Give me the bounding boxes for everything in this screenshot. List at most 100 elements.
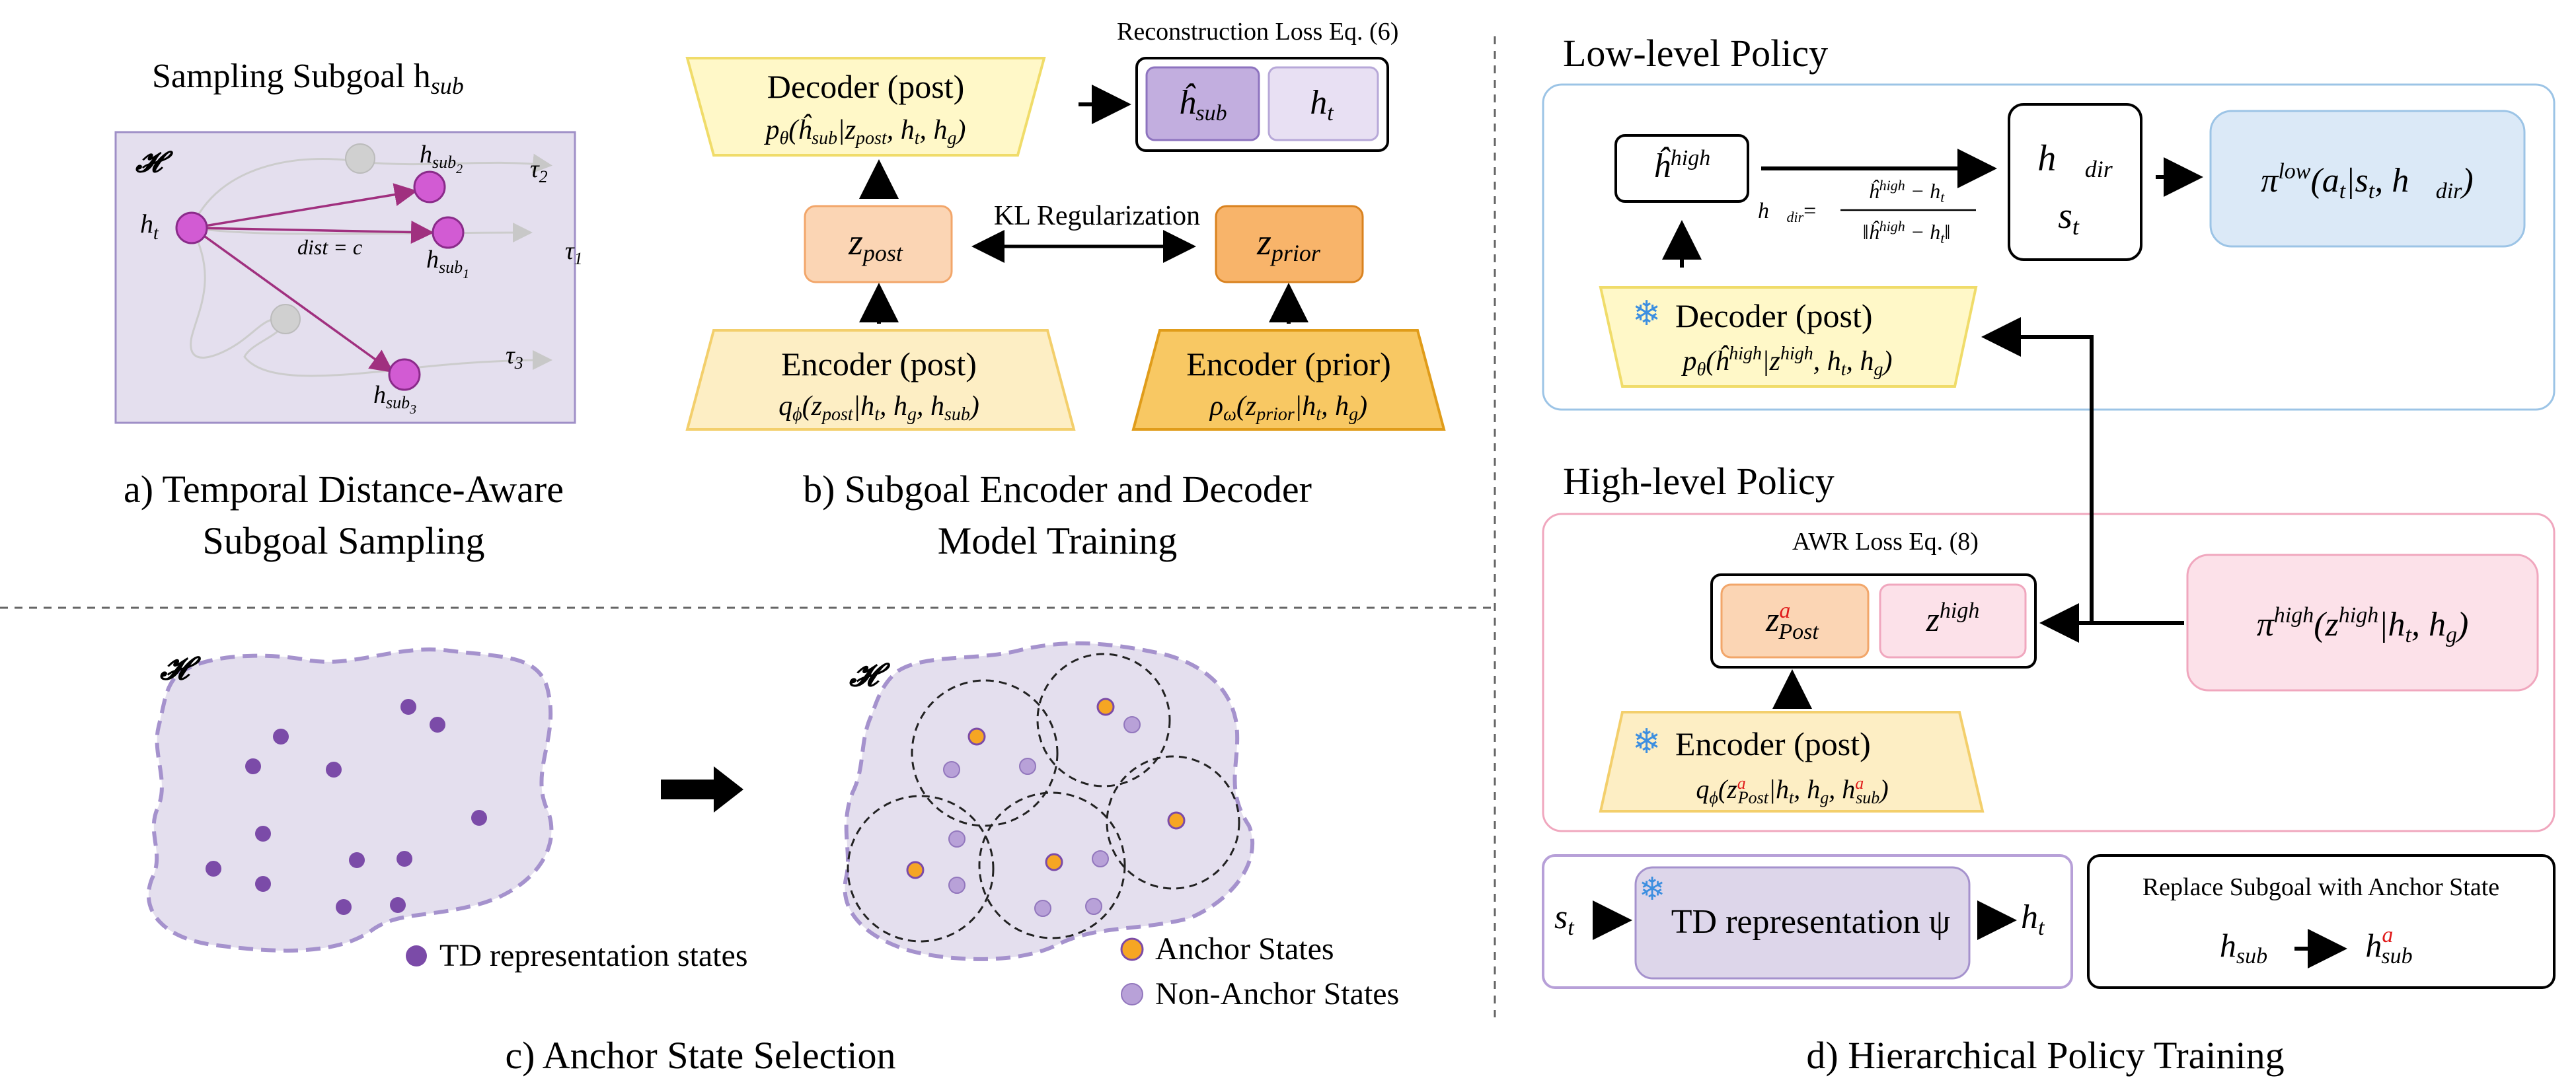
legend-nonanchor-label: Non-Anchor States	[1155, 976, 1399, 1011]
z-prior-box	[1215, 205, 1364, 283]
legend-td-dot	[406, 945, 427, 966]
anchor-region	[1036, 653, 1171, 787]
caption-a-1: a) Temporal Distance-Aware	[124, 468, 564, 511]
hdir-numerator: ĥhigh − ht	[1869, 177, 1946, 205]
panel-d: Low-level Policy ĥhigh h⃗dir= ĥhigh − ht…	[1542, 32, 2556, 1077]
low-decoder-formula: pθ(ĥhigh|zhigh, ht, hg)	[1681, 344, 1893, 380]
caption-c: c) Anchor State Selection	[505, 1034, 895, 1077]
caption-d: d) Hierarchical Policy Training	[1806, 1034, 2284, 1077]
caption-b-2: Model Training	[938, 519, 1178, 562]
enc-prior-formula: ρω(zprior|ht, hg)	[1209, 391, 1367, 425]
legend-anchor-dot	[1120, 937, 1144, 961]
hsub1-node	[432, 216, 465, 249]
hsub1-label: hsub1	[426, 246, 469, 281]
hsub-hat-label: ĥsub	[1178, 83, 1227, 126]
pi-high-label: πhigh(zhigh|ht, hg)	[2257, 603, 2469, 647]
enc-post-title: Encoder (post)	[781, 346, 977, 382]
tau1-label: τ1	[565, 237, 583, 268]
hsub-hat-box	[1145, 66, 1260, 141]
high-level-title: High-level Policy	[1563, 460, 1835, 503]
z-post-label: zpost	[848, 222, 903, 266]
legend-td-label: TD representation states	[439, 938, 748, 973]
hdir-def: h⃗dir=	[1758, 199, 1816, 225]
hsub3-label: hsub3	[373, 381, 416, 417]
td-state-dot	[390, 897, 406, 913]
enc-post-formula: qϕ(zpost|ht, hg, hsub)	[778, 391, 979, 425]
panel-b: Reconstruction Loss Eq. (6) Decoder (pos…	[685, 18, 1446, 562]
hsub2-label: hsub2	[420, 141, 463, 176]
td-state-dot	[336, 899, 352, 915]
anchor-state-dot	[906, 861, 925, 879]
non-anchor-state-dot	[948, 830, 966, 848]
td-state-dot	[471, 810, 487, 826]
legend-nonanchor-dot	[1121, 983, 1143, 1005]
td-state-dot	[245, 758, 261, 774]
panel-a-title: Sampling Subgoal hsub	[152, 57, 464, 99]
hdir-denominator: ‖ĥhigh − ht‖	[1863, 218, 1951, 246]
low-decoder-title: Decoder (post)	[1675, 297, 1873, 334]
non-anchor-dots	[943, 716, 1141, 917]
non-anchor-state-dot	[948, 877, 966, 894]
non-anchor-state-dot	[1019, 758, 1036, 775]
replace-from: hsub	[2220, 927, 2267, 968]
pi-low-box	[2209, 110, 2526, 248]
z-post-a-box	[1720, 583, 1870, 659]
td-representation-label: TD representation ψ	[1671, 903, 1950, 941]
td-ht-label: ht	[2021, 898, 2045, 940]
subgoal-arrow	[192, 183, 418, 229]
td-space-blob-left	[147, 647, 554, 953]
awr-label: AWR Loss Eq. (8)	[1792, 528, 1979, 556]
pi-high-box	[2186, 554, 2539, 692]
low-state-st: st	[2058, 196, 2080, 240]
anchor-dots	[906, 698, 1186, 879]
td-representation-box	[1634, 866, 1971, 980]
td-states-left	[206, 699, 487, 915]
anchor-state-dot	[1096, 698, 1115, 716]
transform-arrow	[661, 766, 743, 813]
tau2-label: τ2	[530, 155, 548, 186]
enc-prior-title: Encoder (prior)	[1186, 346, 1391, 382]
grey-state	[345, 143, 375, 174]
decoder-title: Decoder (post)	[767, 68, 965, 105]
ht-box	[1268, 66, 1379, 141]
replace-subgoal-title: Replace Subgoal with Anchor State	[2142, 873, 2499, 901]
decoder-formula: pθ(ĥsub|zpost, ht, hg)	[763, 114, 966, 149]
td-space-blob-right	[843, 641, 1255, 961]
ht-label: ht	[140, 209, 159, 244]
caption-a-2: Subgoal Sampling	[203, 519, 485, 562]
recon-label: Reconstruction Loss Eq. (6)	[1117, 18, 1398, 46]
encoder-prior-block	[1131, 329, 1446, 431]
anchor-region	[847, 795, 995, 943]
snowflake-icon: ❄	[1632, 722, 1661, 762]
latent-space-box	[114, 131, 576, 424]
anchor-state-dot	[1167, 811, 1186, 830]
z-high-label: zhigh	[1926, 599, 1980, 639]
non-anchor-state-dot	[1034, 900, 1051, 917]
snowflake-icon: ❄	[1639, 871, 1665, 908]
anchor-region	[911, 679, 1059, 827]
subgoal-arrow	[192, 227, 394, 373]
anchor-region	[1106, 755, 1240, 890]
low-decoder-block	[1599, 286, 1978, 388]
dist-label: dist = c	[297, 235, 362, 259]
anchor-state-dot	[967, 727, 986, 746]
low-state-hdir: h⃗dir	[2037, 138, 2113, 182]
kl-label: KL Regularization	[994, 201, 1200, 231]
replace-subgoal-box	[2087, 854, 2556, 989]
ht-box-label: ht	[1310, 84, 1334, 126]
decoder-post-block	[685, 57, 1046, 157]
h-high-label: ĥhigh	[1653, 146, 1710, 185]
td-st-label: st	[1554, 898, 1575, 940]
td-state-dot	[397, 851, 412, 867]
td-state-dot	[255, 826, 271, 842]
grey-state	[270, 304, 301, 334]
anchor-circles	[847, 653, 1240, 943]
h-high-box	[1614, 134, 1749, 203]
tau3-label: τ3	[506, 342, 523, 373]
td-state-dot	[255, 876, 271, 892]
subgoal-arrow	[192, 220, 434, 244]
